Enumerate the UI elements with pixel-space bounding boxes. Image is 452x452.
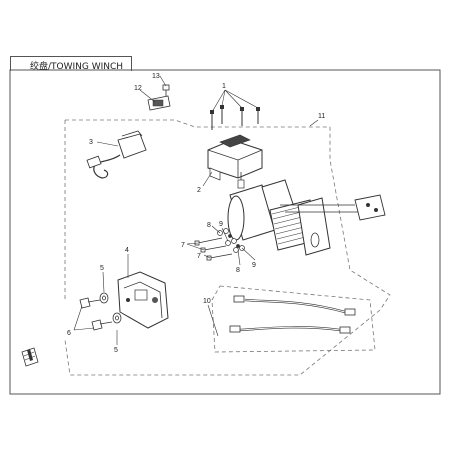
callout-8b: 8 xyxy=(236,267,240,274)
diagram-title: 绞盘/TOWING WINCH xyxy=(30,62,124,72)
callout-3: 3 xyxy=(89,139,93,146)
part-12-clip xyxy=(147,95,171,111)
callout-5b: 5 xyxy=(114,347,118,354)
part-3-switch xyxy=(86,130,147,179)
callout-6: 6 xyxy=(67,330,71,337)
callout-8a: 8 xyxy=(207,222,211,229)
callout-numbers: 1 2 3 4 5 5 6 7 7 8 8 9 9 10 11 12 13 xyxy=(67,73,325,354)
callout-4: 4 xyxy=(125,247,129,254)
winch-assembly xyxy=(227,172,386,256)
leader-lines xyxy=(73,75,319,345)
part-6-bolts xyxy=(79,297,113,331)
callout-13: 13 xyxy=(152,73,160,80)
callout-2: 2 xyxy=(197,187,201,194)
callout-7b: 7 xyxy=(197,253,201,260)
part-10-cables xyxy=(229,295,356,334)
callout-11: 11 xyxy=(318,113,325,120)
callout-1: 1 xyxy=(222,83,226,90)
part-4-mount-bracket xyxy=(117,271,169,329)
part-13-screw xyxy=(162,84,170,96)
callout-5a: 5 xyxy=(100,265,104,272)
part-1-bolts xyxy=(210,105,260,130)
callout-7a: 7 xyxy=(181,242,185,249)
callout-10: 10 xyxy=(203,298,211,305)
book-icon xyxy=(21,347,39,367)
title-box xyxy=(10,56,132,71)
outer-frame xyxy=(9,69,441,395)
callout-9a: 9 xyxy=(219,221,223,228)
cable-set-outline xyxy=(211,285,376,353)
part-2-control-box xyxy=(207,134,263,181)
part-5-washers xyxy=(99,292,122,324)
callout-9b: 9 xyxy=(252,262,256,269)
callout-12: 12 xyxy=(134,85,142,92)
